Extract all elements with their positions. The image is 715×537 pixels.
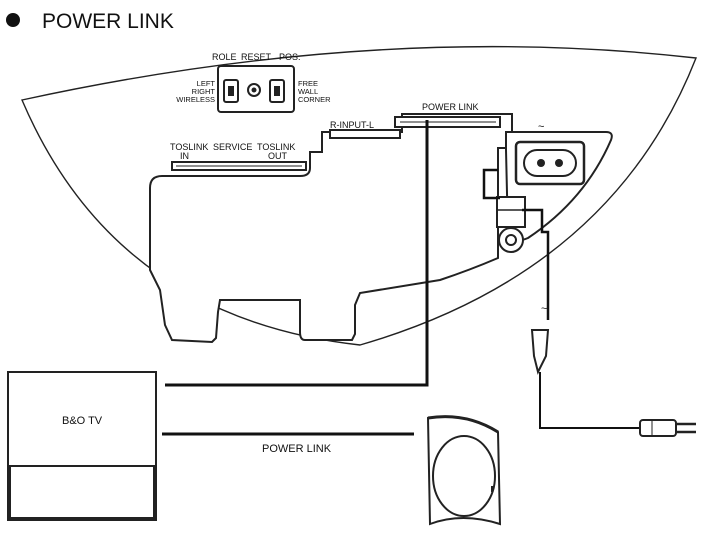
toslink-out-label: TOSLINK: [257, 142, 295, 152]
mains-cable: [539, 372, 640, 429]
switch-panel: ROLE RESET POS. LEFT RIGHT WIRELESS FREE…: [176, 52, 331, 113]
role-label: ROLE: [212, 52, 237, 62]
cable-clamp: [496, 196, 526, 228]
option-wireless: WIRELESS: [176, 95, 215, 104]
r-input-l-label: R-INPUT-L: [330, 120, 374, 130]
option-corner: CORNER: [298, 95, 331, 104]
page-title: POWER LINK: [42, 10, 174, 33]
toslink-in-label: TOSLINK: [170, 142, 208, 152]
secondary-speaker: [426, 415, 502, 526]
pos-label: POS.: [279, 52, 301, 62]
service-label: SERVICE: [213, 142, 252, 152]
reset-label: RESET: [241, 52, 272, 62]
wall-plug: [639, 419, 696, 437]
ac-symbol: ~: [538, 121, 544, 133]
tv-screen-panel: [9, 465, 155, 519]
connector-panel: [149, 113, 513, 344]
option-left: LEFT: [197, 79, 216, 88]
toslink-out-sub: OUT: [268, 151, 288, 161]
option-wall: WALL: [298, 87, 318, 96]
r-input-l-port: [329, 129, 401, 139]
toslink-in-sub: IN: [180, 151, 189, 161]
option-free: FREE: [298, 79, 318, 88]
tv-label: B&O TV: [62, 415, 103, 427]
powerlink-cable-top: [165, 120, 429, 387]
bullet-dot: [6, 13, 20, 27]
cable-plug: [530, 329, 550, 375]
powerlink-port-label: POWER LINK: [422, 102, 479, 112]
internal-power-cable: [482, 168, 550, 320]
option-right: RIGHT: [192, 87, 216, 96]
plug-symbol: ~: [541, 303, 547, 315]
cable-label: POWER LINK: [262, 443, 332, 455]
